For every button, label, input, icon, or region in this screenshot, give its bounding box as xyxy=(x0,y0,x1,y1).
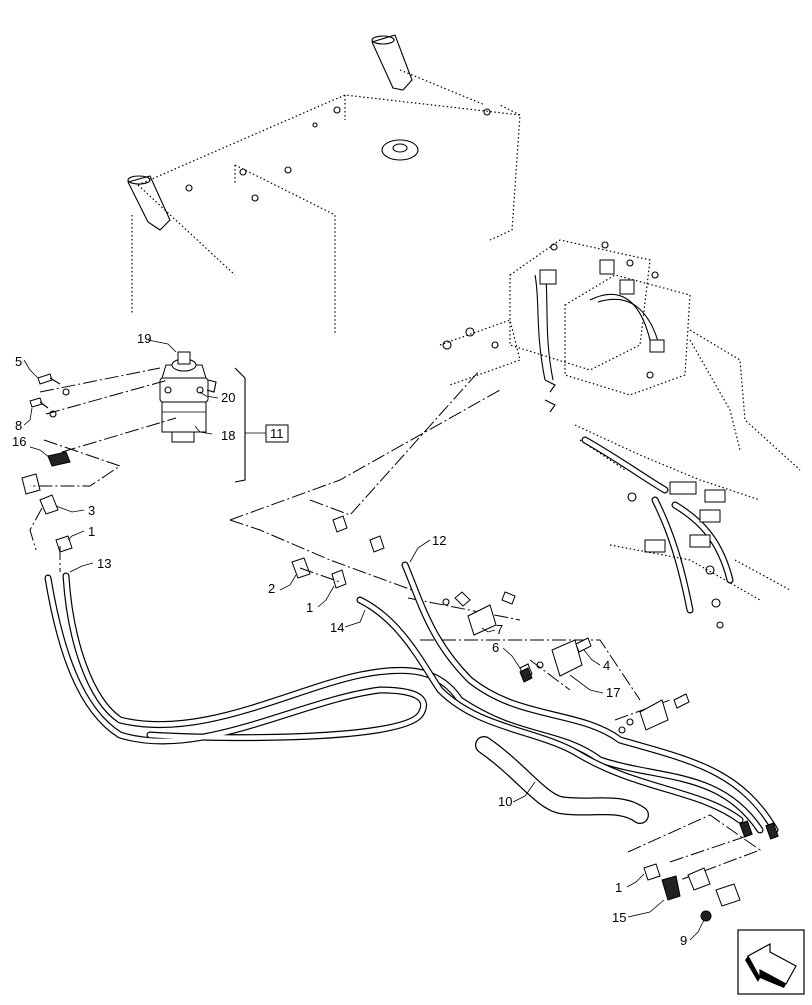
callout-18: 18 xyxy=(221,428,235,443)
hose-10 xyxy=(475,736,649,824)
callout-12: 12 xyxy=(432,533,446,548)
hose-14 xyxy=(356,596,744,824)
callout-16: 16 xyxy=(12,434,26,449)
callout-8: 8 xyxy=(15,418,22,433)
hose-13 xyxy=(44,574,428,745)
callout-1-left: 1 xyxy=(88,524,95,539)
callout-11-box xyxy=(265,424,289,443)
callout-15: 15 xyxy=(612,910,626,925)
callout-6: 6 xyxy=(492,640,499,655)
callout-13: 13 xyxy=(97,556,111,571)
fuel-tank xyxy=(127,34,521,335)
callout-20: 20 xyxy=(221,390,235,405)
fuel-filter-assembly xyxy=(159,351,217,443)
hydraulic-fittings-right xyxy=(574,424,791,629)
hose-12 xyxy=(401,561,779,834)
callout-3: 3 xyxy=(88,503,95,518)
callout-5: 5 xyxy=(15,354,22,369)
callout-17: 17 xyxy=(606,685,620,700)
callout-7: 7 xyxy=(496,622,503,637)
bottom-fittings xyxy=(643,863,741,922)
batteries xyxy=(509,239,801,471)
callout-1-bottom: 1 xyxy=(615,880,622,895)
callout-2: 2 xyxy=(268,581,275,596)
front-direction-arrow-icon xyxy=(737,929,805,995)
callout-1-middle: 1 xyxy=(306,600,313,615)
callout-10: 10 xyxy=(498,794,512,809)
callout-11: 11 xyxy=(270,426,284,441)
callout-9: 9 xyxy=(680,933,687,948)
hose-13b xyxy=(62,572,764,834)
leader-lines xyxy=(23,339,705,941)
callout-4: 4 xyxy=(603,658,610,673)
callout-14: 14 xyxy=(330,620,344,635)
callout-labels: 19 20 18 11 5 8 16 3 1 13 2 1 14 12 7 6 … xyxy=(12,331,687,948)
left-fittings xyxy=(21,373,385,589)
battery-bracket xyxy=(439,319,556,413)
callout-19: 19 xyxy=(137,331,151,346)
clamp-hardware xyxy=(442,591,690,734)
